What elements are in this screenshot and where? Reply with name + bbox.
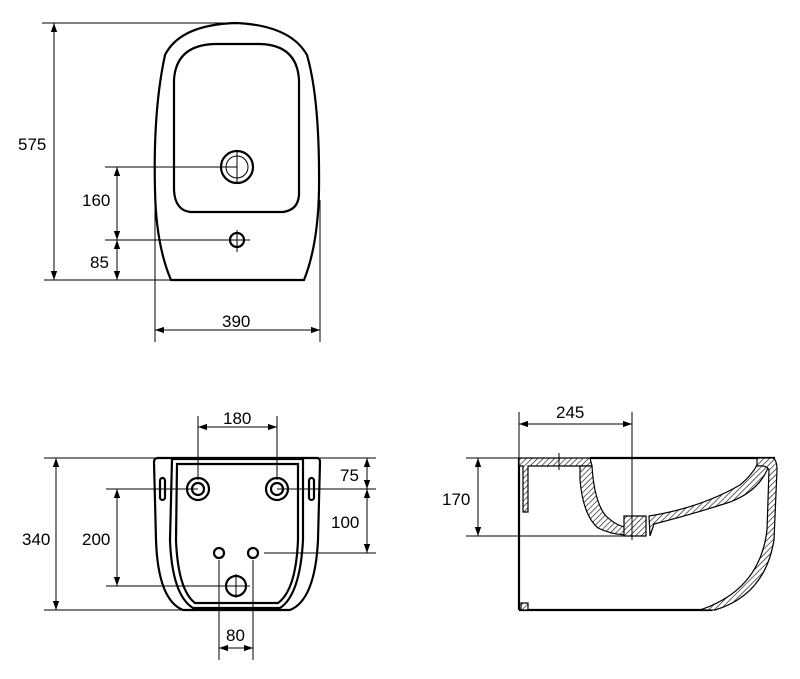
dim-label-100: 100	[331, 513, 359, 532]
dim-label-180: 180	[223, 409, 251, 428]
basin-outline	[172, 42, 301, 214]
bidet-outline-back	[152, 456, 322, 612]
dim-label-575: 575	[18, 135, 46, 154]
supply-hole-left	[212, 546, 226, 560]
dim-label-80: 80	[226, 626, 245, 645]
dim-label-390: 390	[222, 312, 250, 331]
section-outer-wall	[699, 457, 778, 611]
top-view: 575 160 85 390	[18, 21, 321, 342]
dim-label-200: 200	[82, 530, 110, 549]
dim-label-160: 160	[82, 191, 110, 210]
side-view: 245 170	[442, 403, 778, 612]
dim-label-75: 75	[340, 466, 359, 485]
dim-label-245: 245	[556, 403, 584, 422]
section-bowl	[579, 465, 626, 536]
dim-label-85: 85	[90, 253, 109, 272]
back-view: 180 340 200 75 100 80	[22, 409, 376, 660]
supply-hole-right	[246, 546, 260, 560]
section-top-left	[518, 457, 593, 513]
dim-label-340: 340	[22, 530, 50, 549]
bidet-outline-top	[153, 21, 321, 282]
dim-label-170: 170	[442, 490, 470, 509]
